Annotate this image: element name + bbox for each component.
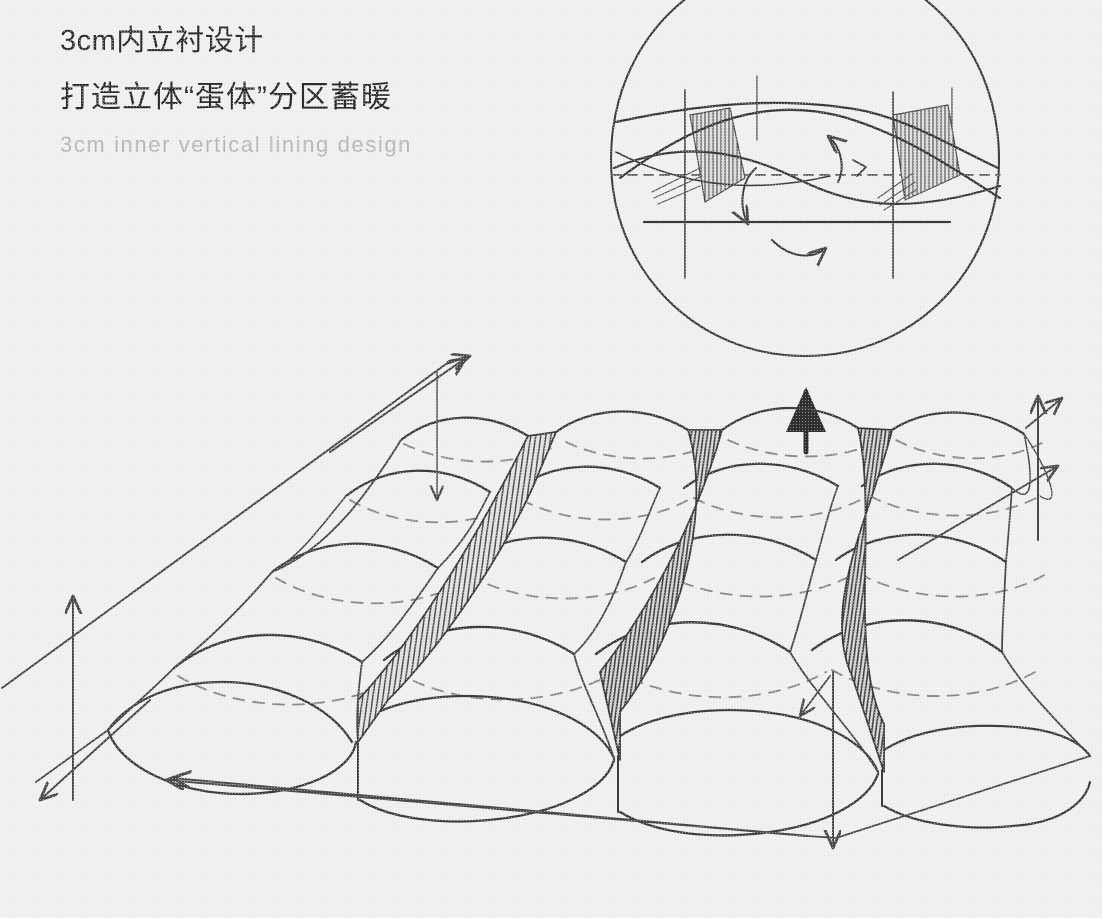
detail-circle-group: [609, 0, 1002, 358]
headline-secondary: 打造立体“蛋体”分区蓄暖: [60, 80, 392, 114]
lining-grid-group: [1, 356, 1092, 839]
subheadline-english: 3cm inner vertical lining design: [60, 131, 413, 157]
headline-block: 3cm内立衬设计 打造立体“蛋体”分区蓄暖 3cm inner vertical…: [60, 22, 600, 158]
dimension-arrows-group: [40, 358, 1038, 848]
headline-primary: 3cm内立衬设计: [60, 25, 264, 57]
